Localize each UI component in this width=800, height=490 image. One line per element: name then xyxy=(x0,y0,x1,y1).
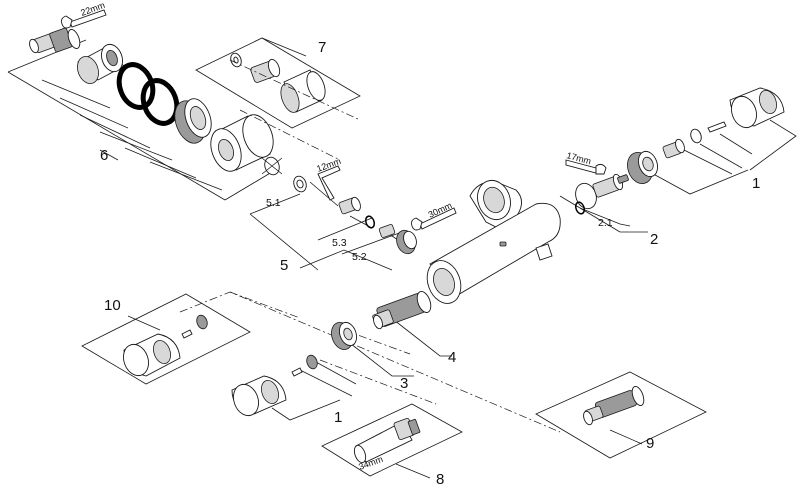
screw-group-1[interactable] xyxy=(707,121,727,133)
group-3-frame xyxy=(345,339,414,377)
callout-10: 10 xyxy=(104,297,121,314)
handle-flow-10[interactable] xyxy=(119,333,181,379)
callout-5: 5 xyxy=(280,257,288,274)
screw-5[interactable] xyxy=(338,196,362,215)
spindle-tool-8[interactable]: 34mm xyxy=(352,417,421,472)
cartridge-9[interactable] xyxy=(582,385,646,426)
callout-1-upper: 1 xyxy=(752,175,760,192)
nut-5[interactable] xyxy=(393,228,418,257)
group-7-bushing[interactable] xyxy=(250,58,282,83)
wrench-17mm-icon: 17mm xyxy=(565,150,607,175)
callout-6: 6 xyxy=(100,147,108,164)
group-2-frame xyxy=(559,195,648,233)
inlet-connector[interactable] xyxy=(28,27,82,54)
group-7-frame xyxy=(195,37,361,129)
bushing-5-2[interactable] xyxy=(378,224,396,238)
group-9-frame xyxy=(535,371,707,459)
wrench-22mm-icon: 22mm xyxy=(61,0,107,29)
ring-3[interactable] xyxy=(328,319,360,352)
group-8-frame xyxy=(321,403,463,479)
thermo-cartridge-4[interactable] xyxy=(372,290,434,330)
wrench-30mm-icon: 30mm xyxy=(411,200,457,231)
screw-10[interactable] xyxy=(181,329,193,339)
group-10-frame xyxy=(81,293,251,385)
adapter-group-1[interactable] xyxy=(662,138,686,159)
threaded-ring[interactable] xyxy=(169,95,216,147)
group-7-washer xyxy=(230,52,242,68)
callout-5-2: 5.2 xyxy=(352,251,367,263)
callout-2: 2 xyxy=(650,231,658,248)
group-1-lower-frame xyxy=(271,361,357,421)
washer-5-1 xyxy=(293,175,307,193)
callout-2-1: 2.1 xyxy=(598,217,613,229)
hex-key-12mm-icon: 12mm xyxy=(315,156,342,201)
o-ring-large-2 xyxy=(140,78,180,126)
sleeve-nut[interactable] xyxy=(74,41,126,86)
callout-5-3: 5.3 xyxy=(332,237,347,249)
washer-group-1 xyxy=(690,128,702,144)
o-ring-2-1 xyxy=(574,201,586,215)
group-5-frame xyxy=(249,181,405,271)
callout-4: 4 xyxy=(448,349,456,366)
nut-lower-1 xyxy=(306,354,318,370)
nut-10 xyxy=(196,314,208,330)
callout-3: 3 xyxy=(400,375,408,392)
group-6-frame xyxy=(7,39,273,201)
callout-9: 9 xyxy=(646,435,654,452)
screw-lower-1[interactable] xyxy=(291,367,303,377)
group-1-upper-frame xyxy=(645,119,797,195)
handle-lower-1[interactable] xyxy=(229,375,287,419)
handle-temperature[interactable] xyxy=(727,87,785,131)
callout-5-1: 5.1 xyxy=(266,197,281,209)
group-4-frame xyxy=(393,319,452,357)
nut-group-1[interactable] xyxy=(623,149,661,187)
check-valve-2[interactable] xyxy=(572,173,629,212)
thermostat-body[interactable] xyxy=(421,176,561,308)
callout-8: 8 xyxy=(436,471,444,488)
callout-7: 7 xyxy=(318,39,326,56)
seal-disk xyxy=(261,156,283,176)
callout-1-lower: 1 xyxy=(334,409,342,426)
cover-cap-large[interactable] xyxy=(205,111,278,176)
group-7-sleeve[interactable] xyxy=(277,69,328,115)
o-ring-5-3 xyxy=(364,215,376,229)
axis-lines xyxy=(179,59,561,433)
